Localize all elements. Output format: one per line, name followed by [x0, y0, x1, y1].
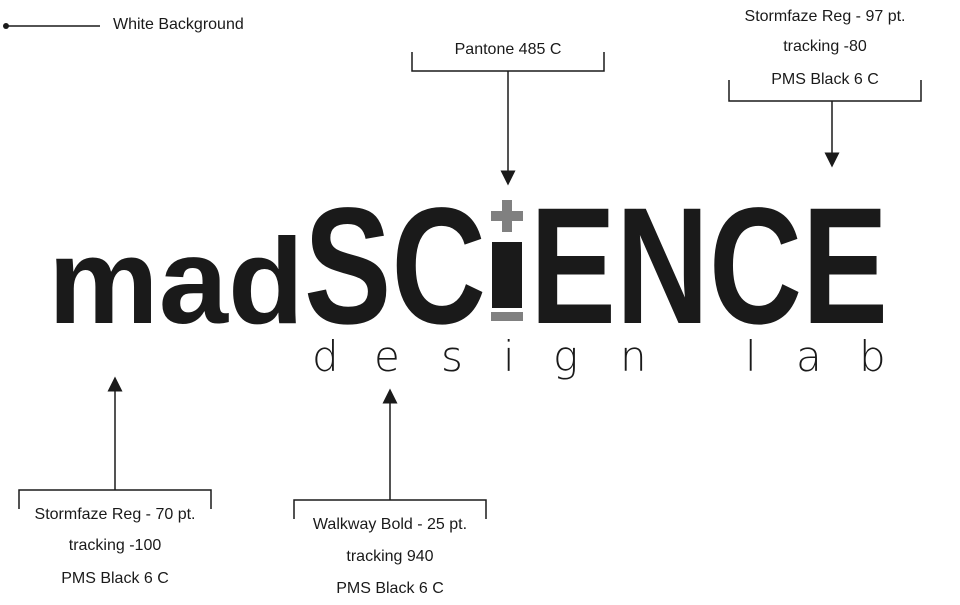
tagline-spec-line3: PMS Black 6 C [336, 580, 444, 597]
minus-icon [491, 312, 523, 321]
tagline-letter: n [620, 332, 647, 381]
mad-spec-line3: PMS Black 6 C [61, 570, 169, 587]
science-bracket [728, 80, 922, 168]
logo-tagline: d e s i g n l a b [312, 332, 886, 381]
tagline-bracket [293, 388, 487, 519]
science-spec-line2: tracking -80 [783, 38, 867, 55]
logo-word-science-part1: SC [304, 174, 486, 359]
mad-spec-line2: tracking -100 [68, 537, 162, 554]
logo-science-i-glyph [491, 200, 523, 321]
tagline-spec-line1: Walkway Bold - 25 pt. [312, 516, 468, 533]
tagline-letter: l [745, 332, 757, 381]
plus-icon-horizontal [491, 211, 523, 221]
logo-word-science-part2: ENCE [530, 174, 888, 359]
mad-spec-line1: Stormfaze Reg - 70 pt. [34, 506, 196, 523]
pantone-bracket [411, 52, 605, 186]
tagline-letter: b [859, 332, 886, 381]
tagline-spec-line2: tracking 940 [346, 548, 434, 565]
tagline-letter: d [312, 332, 339, 381]
tagline-letter: e [374, 332, 400, 381]
background-note: White Background [113, 16, 244, 33]
mad-bracket [18, 376, 212, 509]
tagline-letter: s [441, 332, 463, 381]
logo-word-mad: mad [48, 213, 304, 349]
pantone-note: Pantone 485 C [454, 41, 562, 58]
tagline-letter: a [796, 332, 822, 381]
science-spec-line1: Stormfaze Reg - 97 pt. [744, 8, 906, 25]
science-spec-line3: PMS Black 6 C [771, 71, 879, 88]
i-stem [492, 242, 522, 308]
tagline-letter: g [553, 332, 578, 381]
tagline-letter: i [503, 332, 515, 381]
